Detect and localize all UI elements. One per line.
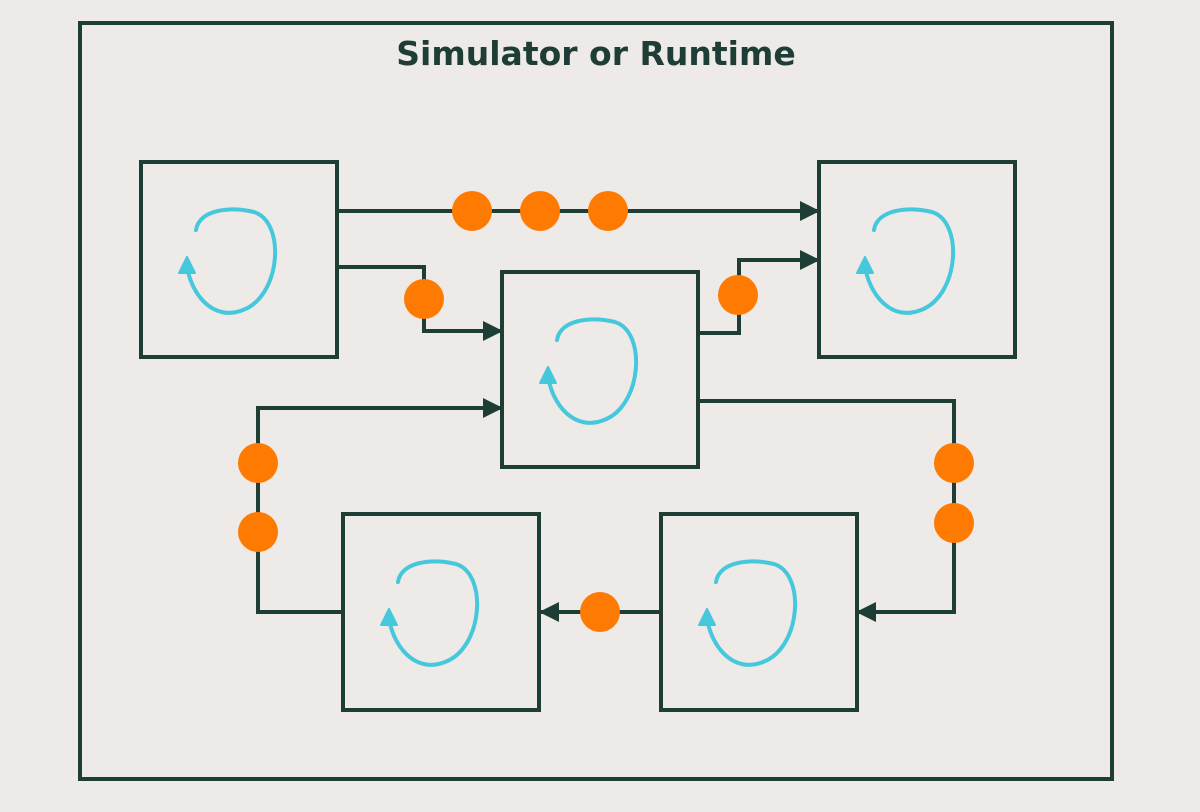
token — [404, 279, 444, 319]
edge-node-4-to-node-2 — [256, 398, 503, 614]
node-2 — [500, 270, 700, 469]
token — [588, 191, 628, 231]
token — [238, 512, 278, 552]
token — [934, 443, 974, 483]
tokens — [238, 191, 974, 632]
diagram-title: Simulator or Runtime — [396, 34, 795, 73]
node-4 — [341, 512, 541, 712]
edges — [256, 201, 956, 622]
token — [520, 191, 560, 231]
loop-icon — [539, 317, 639, 425]
nodes — [139, 160, 1017, 712]
token — [580, 592, 620, 632]
node-3 — [817, 160, 1017, 359]
loop-icon — [178, 207, 278, 315]
token — [238, 443, 278, 483]
loop-icon — [380, 559, 480, 667]
loop-icon — [698, 559, 798, 667]
runtime-container — [78, 21, 1114, 781]
token — [934, 503, 974, 543]
node-5 — [659, 512, 859, 712]
edge-node-2-to-node-3 — [698, 250, 820, 335]
loop-icons — [178, 207, 956, 667]
node-1 — [139, 160, 339, 359]
token — [452, 191, 492, 231]
token — [718, 275, 758, 315]
loop-icon — [856, 207, 956, 315]
